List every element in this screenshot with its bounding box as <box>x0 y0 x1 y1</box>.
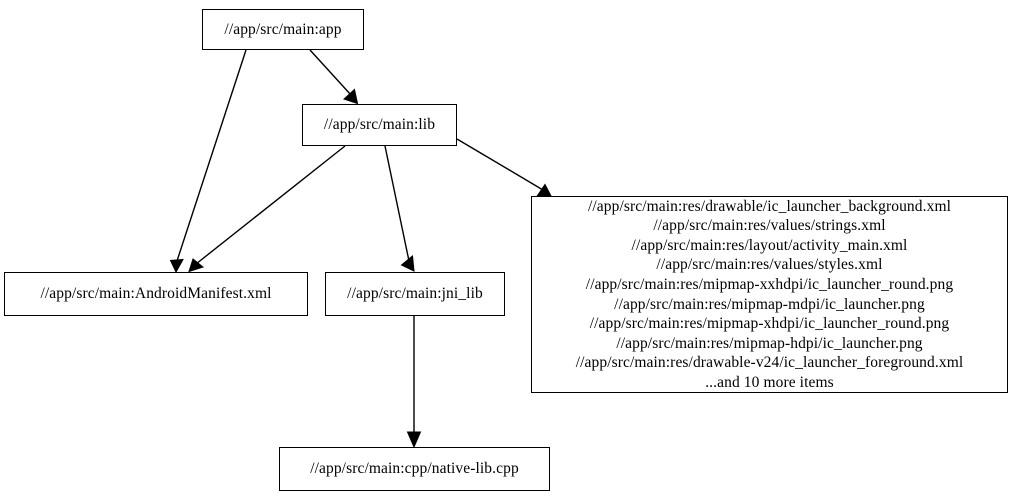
node-res-group-line-6: //app/src/main:res/mipmap-mdpi/ic_launch… <box>614 295 925 313</box>
node-res-group-line-4: //app/src/main:res/values/styles.xml <box>656 256 883 274</box>
edge-jni-lib-to-native-lib <box>406 316 422 449</box>
node-androidmanifest[interactable]: //app/src/main:AndroidManifest.xml <box>4 272 308 316</box>
node-res-group-line-9: //app/src/main:res/drawable-v24/ic_launc… <box>575 354 964 372</box>
node-res-group-line-1: //app/src/main:res/drawable/ic_launcher_… <box>587 197 952 215</box>
node-jni-lib-label: //app/src/main:jni_lib <box>347 285 483 303</box>
edge-lib-to-androidmanifest <box>188 145 346 273</box>
node-native-lib-label: //app/src/main:cpp/native-lib.cpp <box>310 460 519 478</box>
edge-app-to-androidmanifest <box>169 49 247 274</box>
node-res-group-label: //app/src/main:res/drawable/ic_launcher_… <box>576 197 964 393</box>
node-app[interactable]: //app/src/main:app <box>202 9 364 50</box>
node-androidmanifest-label: //app/src/main:AndroidManifest.xml <box>40 285 272 303</box>
node-res-group-line-7: //app/src/main:res/mipmap-xhdpi/ic_launc… <box>589 315 950 333</box>
node-res-group[interactable]: //app/src/main:res/drawable/ic_launcher_… <box>531 196 1008 393</box>
node-res-group-line-5: //app/src/main:res/mipmap-xxhdpi/ic_laun… <box>585 275 954 293</box>
edge-lib-to-jni-lib <box>384 145 415 272</box>
node-native-lib[interactable]: //app/src/main:cpp/native-lib.cpp <box>279 447 550 491</box>
edge-lib-to-res-group <box>456 138 552 197</box>
node-lib[interactable]: //app/src/main:lib <box>302 104 457 146</box>
node-app-label: //app/src/main:app <box>224 20 342 38</box>
node-res-group-line-2: //app/src/main:res/values/strings.xml <box>653 217 886 235</box>
node-lib-label: //app/src/main:lib <box>323 116 436 134</box>
node-res-group-line-10: ...and 10 more items <box>705 373 834 391</box>
edge-app-to-lib <box>309 49 359 105</box>
node-res-group-line-8: //app/src/main:res/mipmap-hdpi/ic_launch… <box>616 334 923 352</box>
node-jni-lib[interactable]: //app/src/main:jni_lib <box>325 272 505 316</box>
node-res-group-line-3: //app/src/main:res/layout/activity_main.… <box>631 236 908 254</box>
